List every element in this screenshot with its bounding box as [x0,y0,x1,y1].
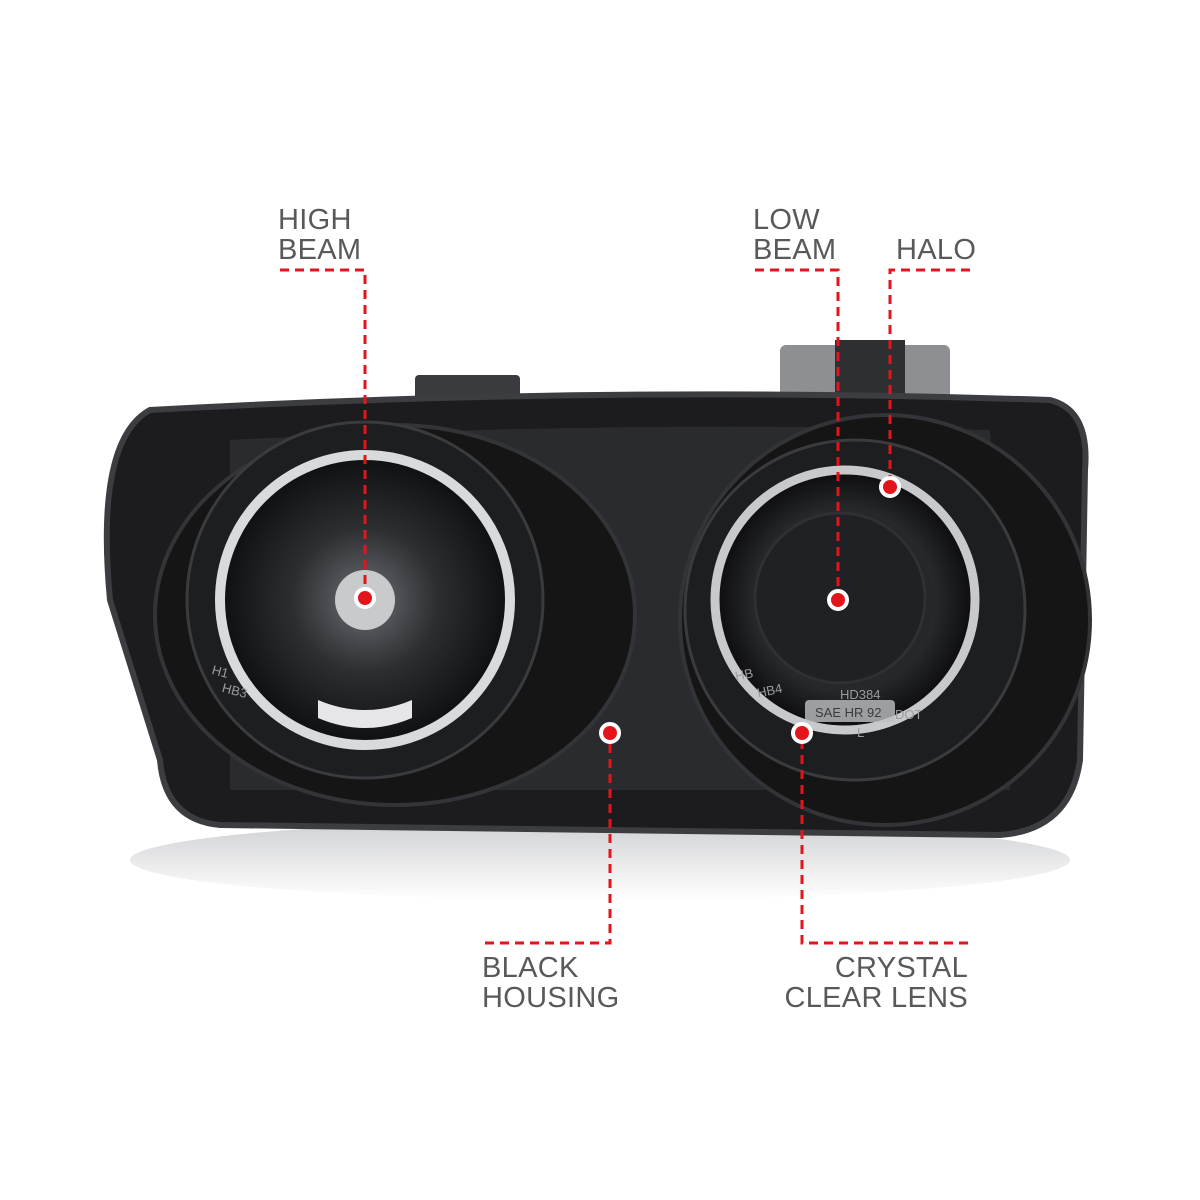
callout-lines [280,268,970,945]
label-halo: HALO [896,234,977,266]
low-beam-line [755,268,840,600]
marking-hd384: HD384 [840,687,881,702]
callout-dots [354,476,901,744]
label-low-beam: LOW BEAM [753,204,837,266]
low-beam-dot [827,589,849,611]
halo-dot [879,476,901,498]
black-housing-line [485,733,612,945]
label-crystal-clear-lens: CRYSTAL CLEAR LENS [784,952,968,1014]
reflection-shadow [130,820,1070,900]
marking-h1: H1 [210,662,231,681]
marking-sae-hr-92: SAE HR 92 [815,705,882,720]
high-beam-dot [354,587,376,609]
high-beam-line [280,268,367,598]
marking-dot: DOT [895,707,923,722]
black-housing-dot [599,722,621,744]
halo-line [888,268,970,487]
marking-l: L [857,725,865,740]
marking-hb: HB [733,665,755,684]
crystal-lens-line [800,733,968,945]
label-black-housing: BLACK HOUSING [482,952,620,1014]
crystal-lens-dot [791,722,813,744]
label-high-beam: HIGH BEAM [278,204,362,266]
